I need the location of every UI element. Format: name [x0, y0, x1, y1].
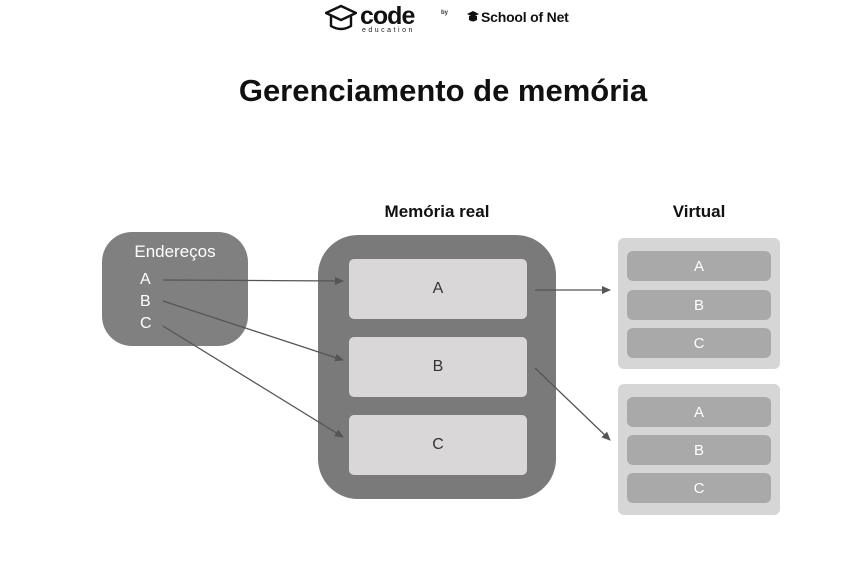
real-memory-slot-c: C — [349, 415, 527, 475]
virtual-1-slot-b: B — [627, 290, 771, 320]
code-education-logo: code education — [325, 4, 415, 34]
school-of-net-logo: School of Net — [466, 9, 569, 25]
arrow-c-to-real-c — [162, 325, 344, 438]
graduation-cap-icon — [325, 4, 357, 31]
real-memory-label: Memória real — [384, 202, 490, 221]
address-item-a: A — [140, 271, 151, 288]
virtual-2-slot-b: B — [627, 435, 771, 465]
page-title: Gerenciamento de memória — [238, 73, 648, 108]
address-item-c: C — [140, 315, 152, 332]
virtual-1-slot-c: C — [627, 328, 771, 358]
real-memory-slot-a: A — [349, 259, 527, 319]
arrow-a-to-real-a — [162, 276, 344, 285]
brand-main: code — [360, 2, 415, 30]
real-memory-slot-b: B — [349, 337, 527, 397]
brand-by: by — [441, 10, 449, 16]
partner-name: School of Net — [481, 9, 569, 25]
virtual-2-slot-c: C — [627, 473, 771, 503]
brand-sub: education — [362, 27, 415, 34]
graduation-cap-icon — [467, 11, 479, 22]
virtual-label: Virtual — [672, 202, 726, 221]
arrow-real-b-to-virtual-2 — [534, 367, 611, 441]
addresses-title: Endereços — [134, 242, 216, 261]
virtual-2-slot-a: A — [627, 397, 771, 427]
addresses-box — [102, 232, 248, 346]
arrow-b-to-real-b — [162, 300, 344, 362]
virtual-1-slot-a: A — [627, 251, 771, 281]
address-item-b: B — [140, 293, 151, 310]
